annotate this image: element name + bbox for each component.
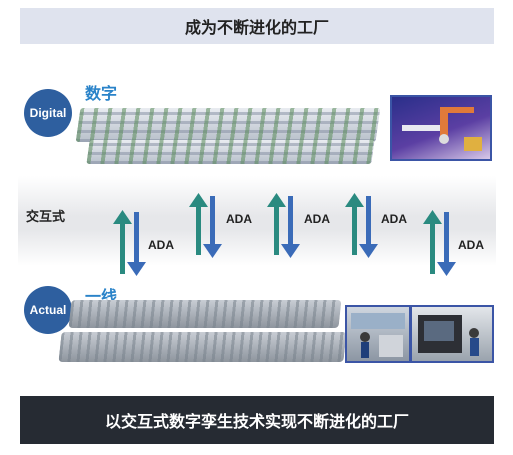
ada-arrow-pair-3: [267, 193, 300, 258]
ada-arrow-pair-2: [189, 193, 222, 258]
digital-robot-image: [390, 95, 492, 161]
actual-line-upper: [68, 300, 342, 328]
interaction-band: [18, 176, 496, 266]
ada-arrow-pair-5: [423, 210, 456, 276]
interaction-label: 交互式: [26, 210, 66, 225]
ada-label-5: ADA: [458, 238, 484, 252]
digital-badge: Digital: [24, 89, 72, 137]
actual-badge-text: Actual: [29, 303, 67, 317]
actual-line-lower: [58, 332, 347, 362]
digital-label: 数字: [85, 84, 118, 103]
ada-label-2: ADA: [226, 212, 252, 226]
footer-caption-bar: 以交互式数字孪生技术实现不断进化的工厂: [20, 396, 494, 444]
actual-badge: Actual: [24, 286, 72, 334]
ada-label-1: ADA: [148, 238, 174, 252]
ada-label-3: ADA: [304, 212, 330, 226]
worker-photo-1: [345, 305, 411, 363]
robot-arm-icon: [402, 107, 482, 151]
footer-caption: 以交互式数字孪生技术实现不断进化的工厂: [104, 412, 409, 431]
ada-arrow-pair-4: [345, 193, 378, 258]
header-title-bar: 成为不断进化的工厂: [20, 8, 494, 44]
page-title: 成为不断进化的工厂: [184, 18, 329, 37]
ada-label-4: ADA: [381, 212, 407, 226]
worker-icon: [351, 313, 405, 358]
ada-arrow-pair-1: [113, 210, 146, 276]
digital-badge-text: Digital: [29, 106, 67, 120]
machine-icon: [418, 315, 479, 356]
worker-photo-2: [410, 305, 494, 363]
